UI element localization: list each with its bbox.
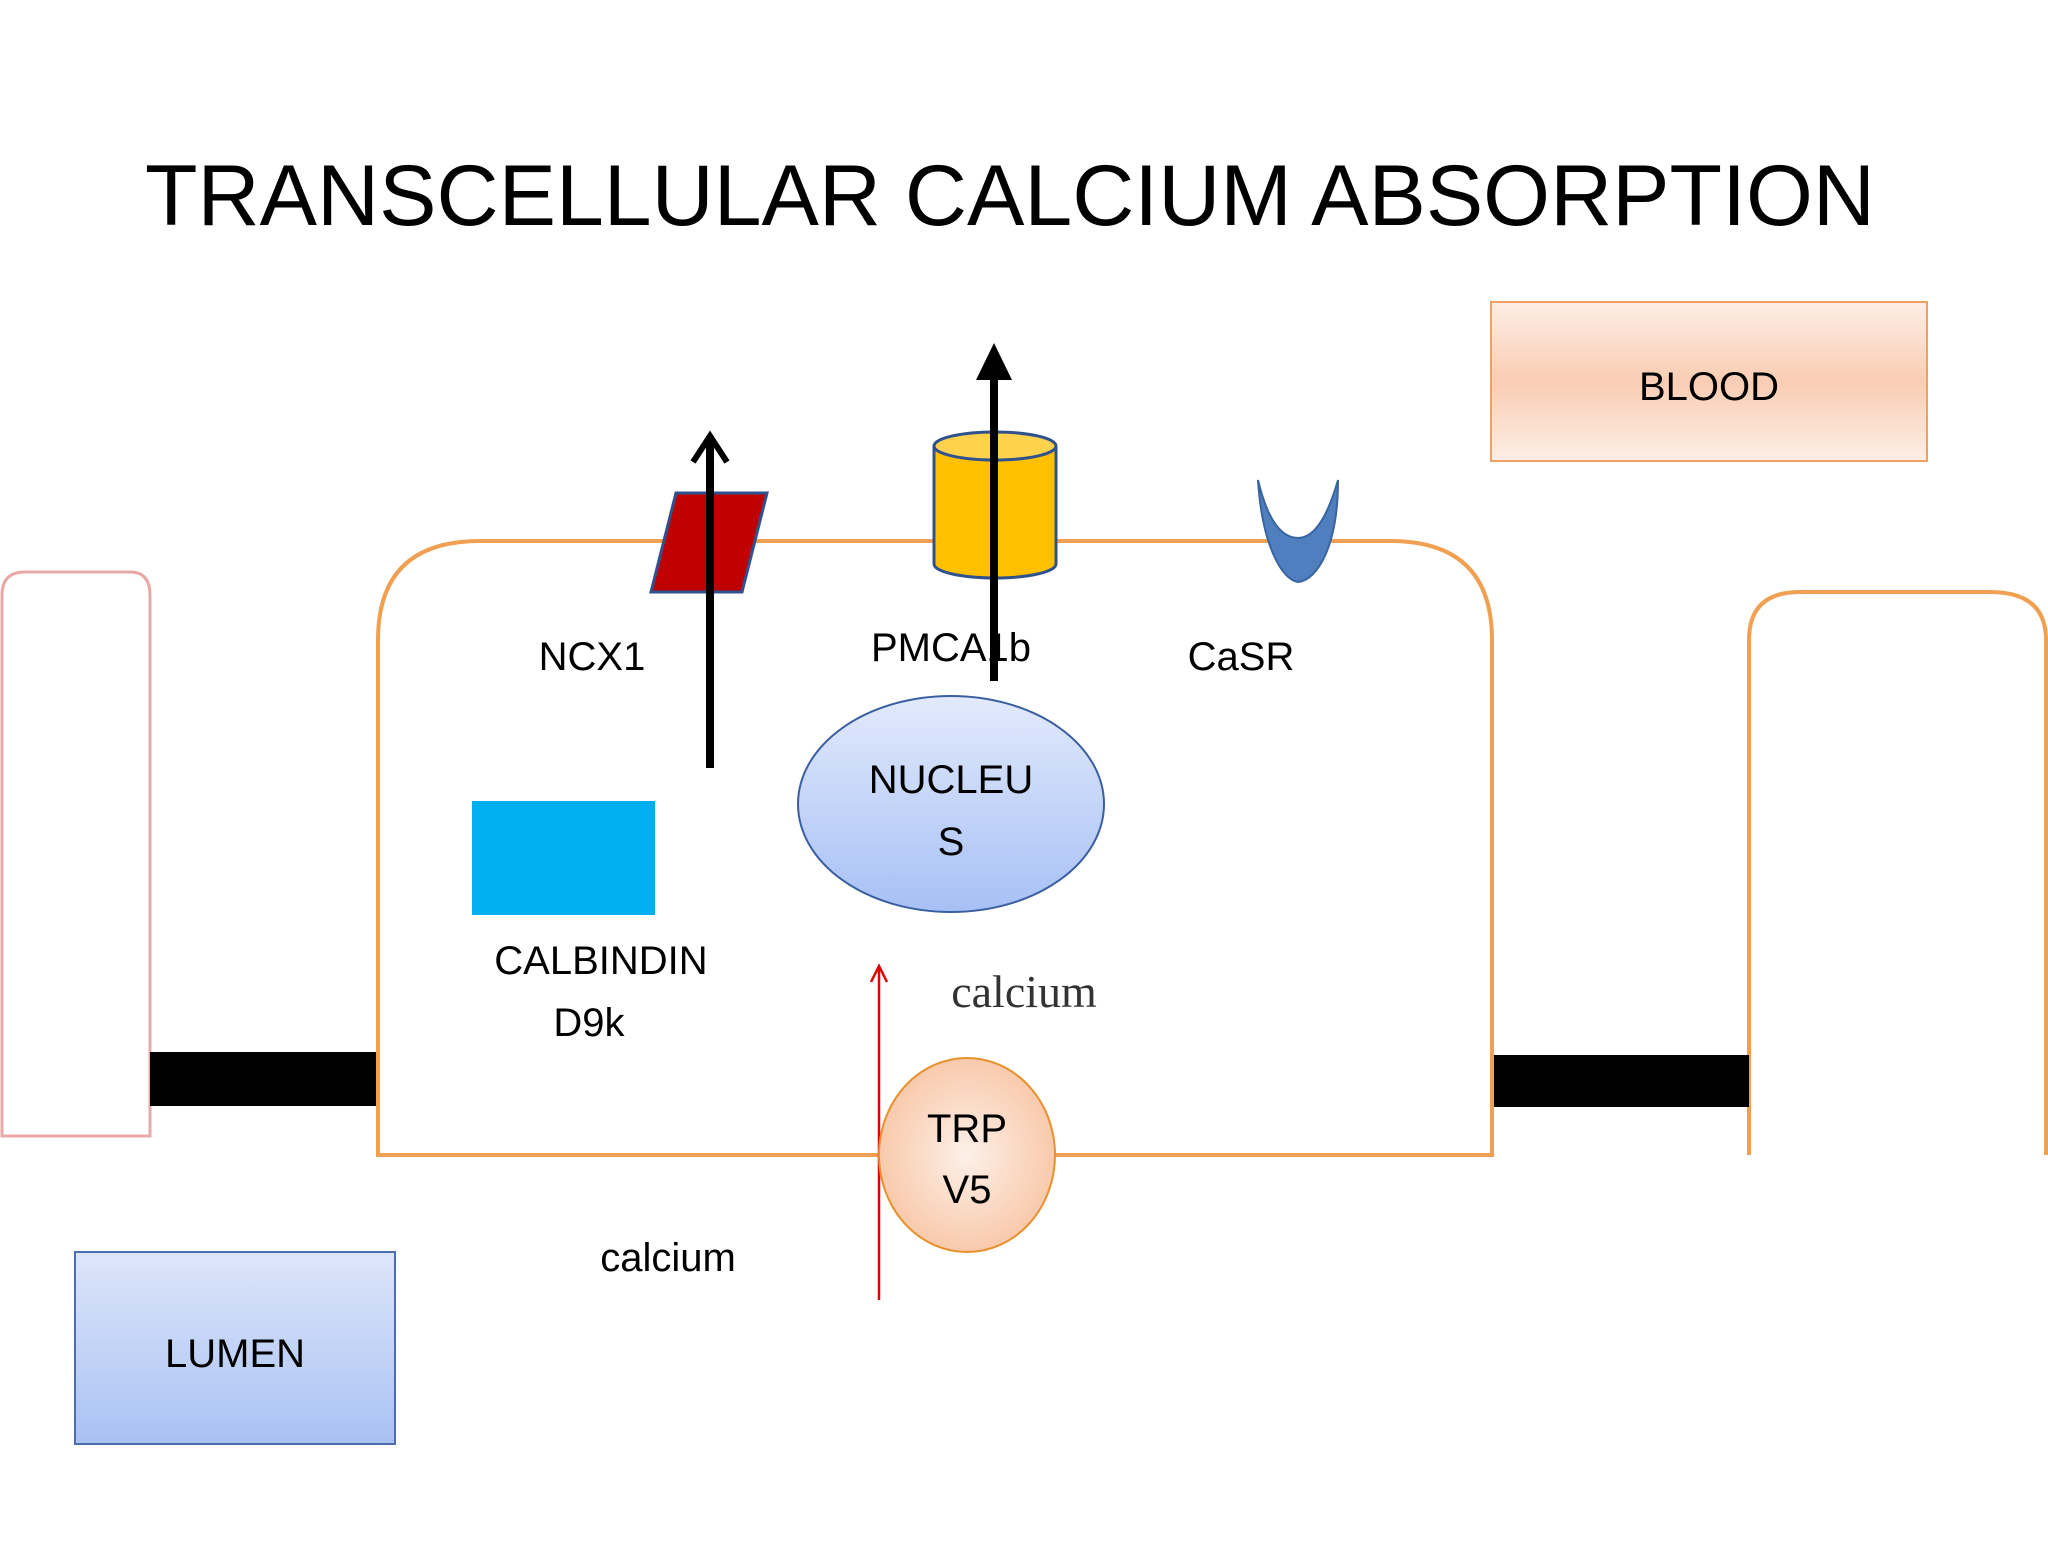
trpv5-label-line1: TRP (927, 1107, 1007, 1151)
nucleus-label-line1: NUCLEU (869, 758, 1033, 802)
nucleus: NUCLEU S (797, 695, 1105, 913)
page-title: TRANSCELLULAR CALCIUM ABSORPTION (145, 148, 1875, 244)
pmca1b-arrow (976, 343, 1012, 681)
calcium-lumen-label: calcium (600, 1236, 736, 1280)
blood-box: BLOOD (1490, 301, 1928, 462)
calbindin-label-line2: D9k (553, 1001, 625, 1045)
trpv5-channel: TRP V5 (878, 1057, 1056, 1253)
calbindin-label-line1: CALBINDIN (494, 939, 707, 983)
ncx1-arrow (690, 430, 730, 768)
calcium-inside-label: calcium (951, 966, 1097, 1017)
calbindin-box (472, 801, 655, 915)
ncx1-label: NCX1 (539, 635, 646, 679)
neighbor-cell-left (0, 570, 152, 1138)
pmca1b-label: PMCA1b (871, 626, 1031, 670)
lumen-label: LUMEN (165, 1332, 305, 1376)
blood-label: BLOOD (1639, 365, 1779, 409)
casr-receptor (1257, 479, 1339, 584)
neighbor-cell-right (1747, 590, 2048, 1155)
calcium-entry-arrow (869, 963, 889, 1300)
trpv5-label-line2: V5 (943, 1168, 992, 1212)
tight-junction-left (150, 1052, 380, 1106)
nucleus-label-line2: S (938, 820, 965, 864)
tight-junction-right (1489, 1055, 1749, 1107)
lumen-box: LUMEN (74, 1251, 396, 1445)
casr-label: CaSR (1188, 635, 1295, 679)
